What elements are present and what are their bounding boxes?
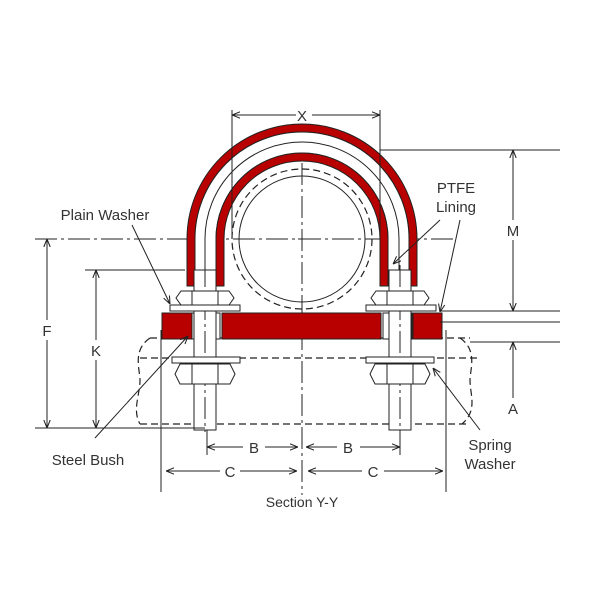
dim-m: M (507, 223, 520, 240)
label-spring: Spring (468, 437, 511, 454)
steel-bush-right (382, 312, 390, 340)
label-plain-washer: Plain Washer (61, 207, 150, 224)
dim-k: K (91, 343, 101, 360)
dimension-lines (35, 110, 560, 492)
dim-a: A (508, 401, 518, 418)
base-plate (161, 312, 443, 340)
bolt-right (365, 265, 437, 432)
pipe (231, 168, 373, 310)
label-steel-bush: Steel Bush (52, 452, 125, 469)
label-ptfe: PTFE (437, 180, 475, 197)
dim-c-left: C (225, 464, 236, 481)
plain-washer-left (169, 304, 241, 312)
leader-lines (94, 219, 481, 439)
u-bolt (186, 123, 418, 287)
spring-washer-right (365, 356, 435, 364)
plain-washer-right (365, 304, 437, 312)
dim-x: X (297, 108, 307, 125)
label-lining: Lining (436, 199, 476, 216)
bolt-left (169, 265, 241, 432)
dim-b-left: B (249, 440, 259, 457)
spring-washer-left (171, 356, 241, 364)
dim-b-right: B (343, 440, 353, 457)
section-title: Section Y-Y (266, 494, 339, 510)
dim-c-right: C (368, 464, 379, 481)
dim-f: F (42, 323, 51, 340)
label-washer: Washer (464, 456, 515, 473)
